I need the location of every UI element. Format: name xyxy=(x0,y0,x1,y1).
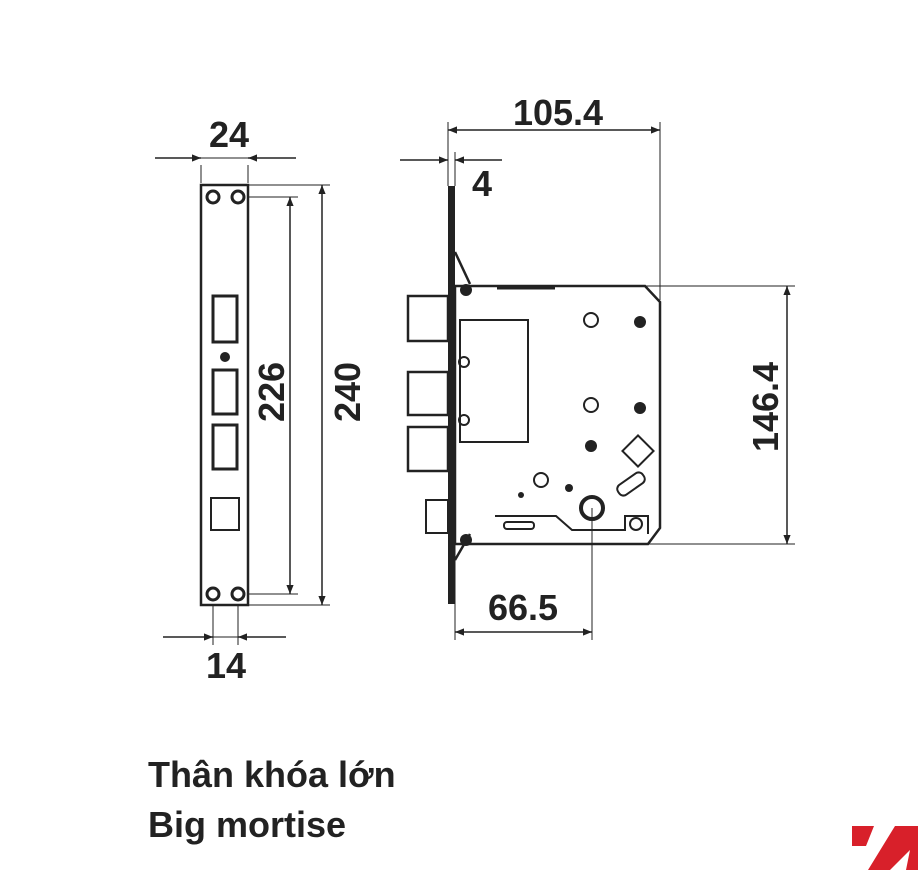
faceplate-front-view xyxy=(199,183,250,607)
dim-backset: 66.5 xyxy=(488,587,558,628)
dim-body-height: 146.4 xyxy=(745,362,786,452)
dim-faceplate-width: 24 xyxy=(209,114,249,155)
caption-vietnamese: Thân khóa lớn xyxy=(148,754,396,795)
front-dimension-lines xyxy=(155,154,330,645)
lock-body-side-view xyxy=(406,186,662,604)
side-dimension-lines xyxy=(400,122,795,640)
caption-english: Big mortise xyxy=(148,804,347,845)
dim-bolt-offset: 14 xyxy=(206,645,246,686)
dim-body-depth: 105.4 xyxy=(513,92,603,133)
dim-plate-thickness: 4 xyxy=(472,163,492,204)
dim-faceplate-length: 240 xyxy=(327,362,368,422)
brand-logo-icon xyxy=(852,826,918,870)
dim-hole-spacing: 226 xyxy=(251,362,292,422)
